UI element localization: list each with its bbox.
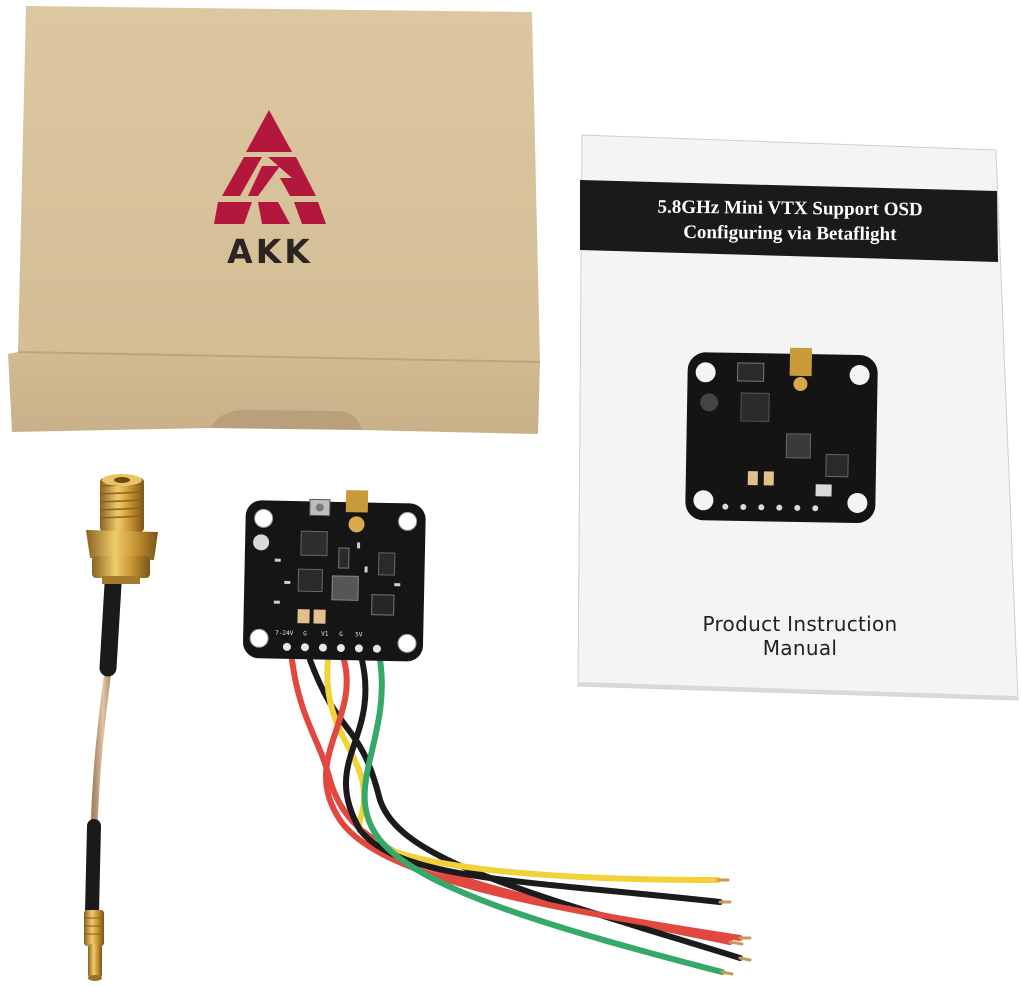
box-thumb-notch <box>210 409 362 430</box>
svg-text:7-24V: 7-24V <box>275 630 294 637</box>
sma-pigtail-antenna <box>84 474 158 981</box>
box-front <box>8 352 540 434</box>
akk-box <box>8 6 541 434</box>
manual-title-band <box>580 180 998 262</box>
vtx-pcb-board: 7-24V G V1 G 5V <box>243 490 426 662</box>
inductor <box>331 575 359 601</box>
vtx-wires <box>289 657 752 976</box>
box-lid-top <box>18 6 540 362</box>
instruction-manual <box>577 134 1019 701</box>
ufl-connector <box>345 490 369 513</box>
svg-text:G: G <box>339 631 343 638</box>
svg-text:V1: V1 <box>321 631 329 638</box>
akk-logo-mark <box>214 110 326 224</box>
manual-pcb-image <box>685 347 878 523</box>
svg-text:G: G <box>303 630 307 637</box>
sma-connector <box>100 478 144 532</box>
svg-text:5V: 5V <box>355 631 363 638</box>
mmcx-connector <box>84 910 104 946</box>
sma-nut <box>86 530 158 560</box>
